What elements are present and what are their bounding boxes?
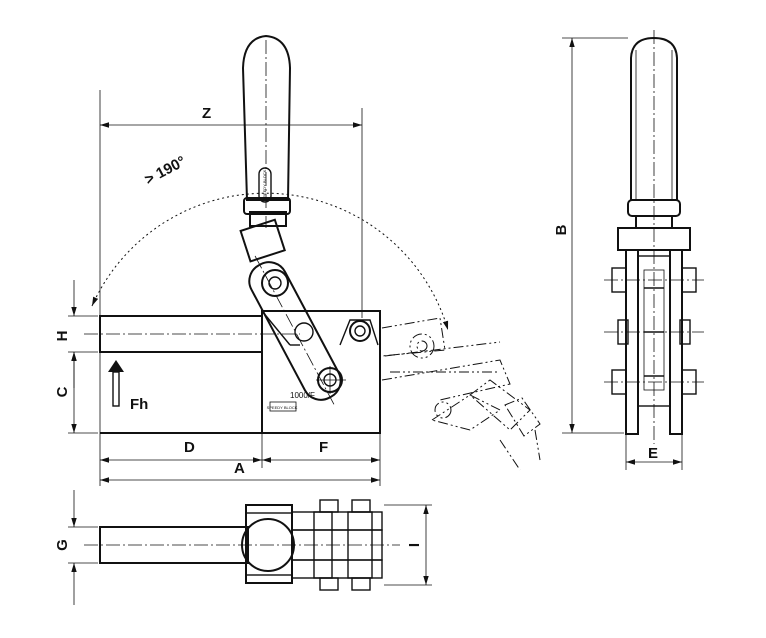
side-view: B E — [553, 30, 704, 470]
brand-badge — [269, 401, 297, 412]
body-pivot — [349, 320, 371, 342]
top-view: G I — [54, 490, 432, 605]
dim-i-label: I — [406, 543, 423, 547]
phantom-position — [381, 317, 541, 471]
model-label: 1000/F — [290, 391, 315, 400]
rotation-arc — [91, 192, 449, 331]
handle-pivot — [261, 269, 289, 297]
angle-label: > 190° — [142, 153, 189, 189]
dim-f-label: F — [319, 439, 328, 456]
dim-b-label: B — [553, 224, 570, 235]
dim-c-label: C — [54, 386, 71, 397]
dim-g-label: G — [54, 539, 71, 551]
side-collar — [617, 227, 691, 251]
top-handle-circle — [241, 518, 295, 572]
handle-badge-text: SPEEDY BLOCK — [262, 169, 267, 200]
dim-d-label: D — [184, 439, 195, 456]
dim-a-label: A — [234, 460, 245, 477]
force-label: Fh — [130, 396, 148, 413]
front-view: SPEEDY BLOCK Fh 1000/F SPEEDY BLOCK > 19… — [54, 34, 541, 486]
dim-z-label: Z — [202, 105, 211, 122]
brand-label: SPEEDY BLOCK — [267, 405, 298, 410]
dim-e-label: E — [648, 445, 658, 462]
handle-grip — [241, 34, 292, 201]
handle-collar — [249, 211, 287, 227]
handle-badge — [258, 167, 272, 203]
dim-h-label: H — [54, 331, 71, 342]
